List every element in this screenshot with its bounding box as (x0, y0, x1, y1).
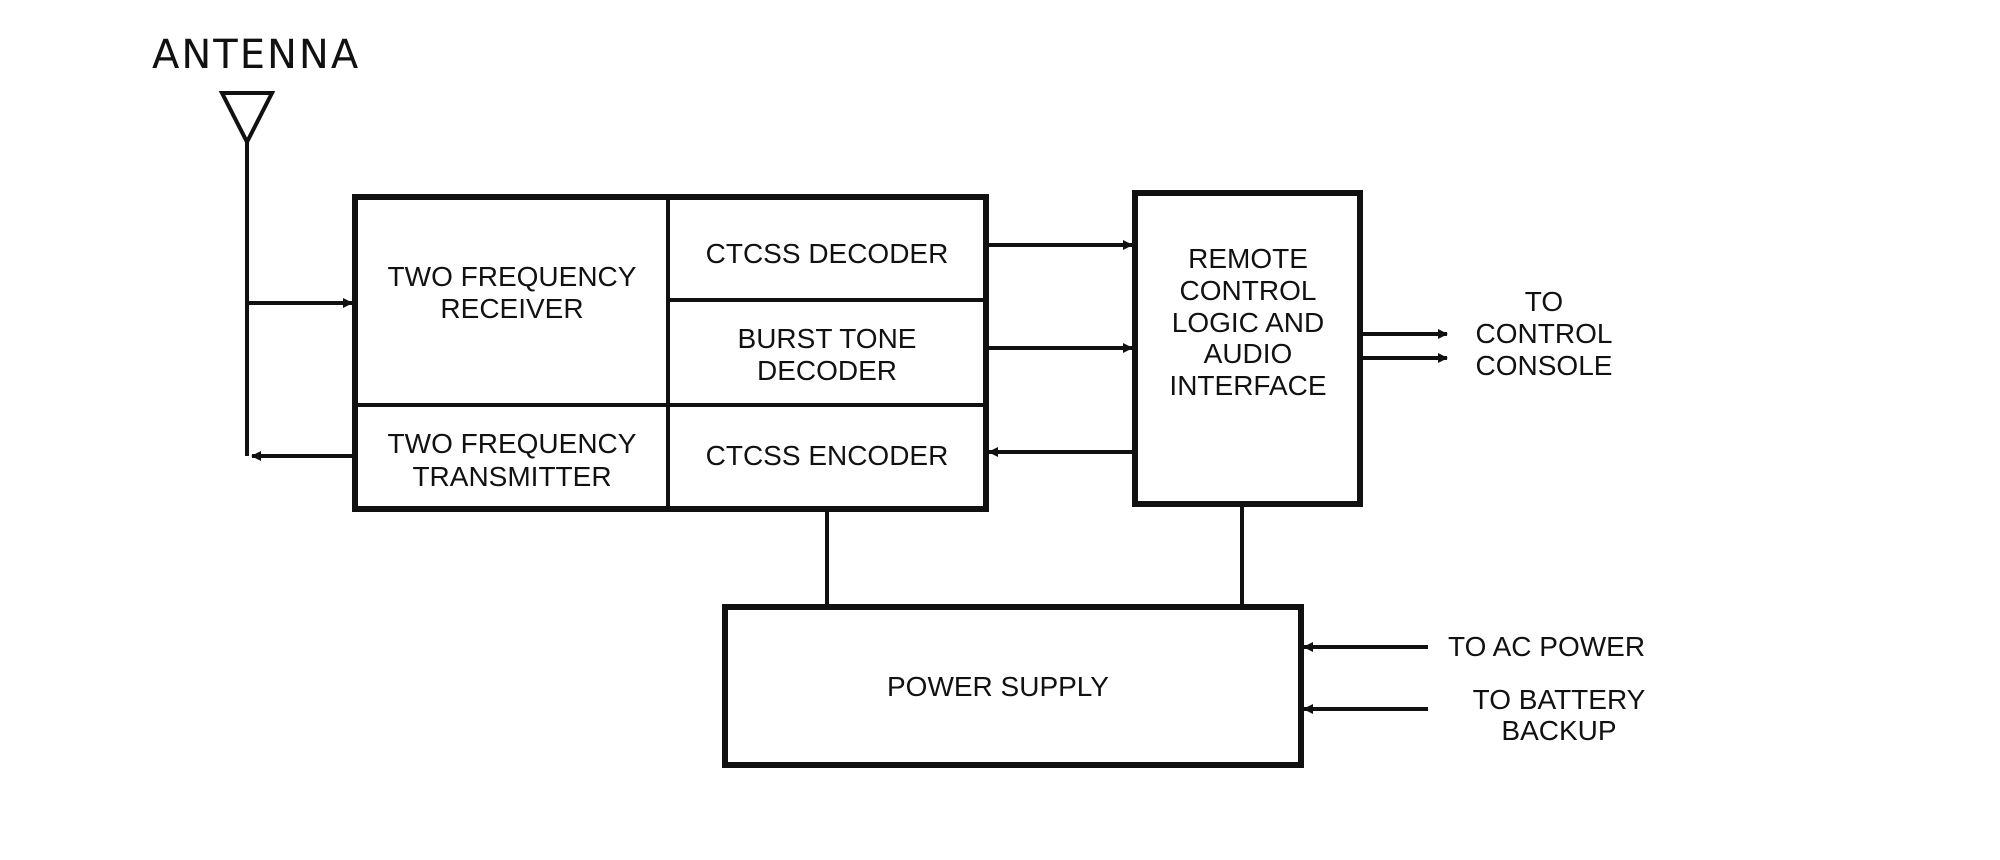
ctcss-decoder-label: CTCSS DECODER (706, 238, 949, 269)
remote-control-label-line2: CONTROL (1180, 275, 1317, 306)
antenna-label: ANTENNA (152, 32, 360, 78)
battery-backup-label: TO BATTERY BACKUP (1473, 684, 1646, 746)
transmitter-block: TWO FREQUENCY TRANSMITTER (388, 428, 637, 492)
transmitter-label-line2: TRANSMITTER (412, 461, 611, 492)
control-console-label-line1: TO (1525, 286, 1563, 317)
transmitter-label-line1: TWO FREQUENCY (388, 428, 637, 459)
control-console-label-line3: CONSOLE (1476, 350, 1613, 381)
antenna: ANTENNA (152, 32, 360, 456)
receiver-block: TWO FREQUENCY RECEIVER (388, 261, 637, 324)
ctcss-decoder-block: CTCSS DECODER (706, 238, 949, 269)
receiver-label-line2: RECEIVER (440, 293, 583, 324)
remote-control-label-line4: AUDIO (1204, 338, 1293, 369)
power-supply-label: POWER SUPPLY (887, 671, 1109, 702)
ac-power-label: TO AC POWER (1448, 631, 1645, 662)
radio-block-outline (352, 194, 989, 512)
antenna-icon (218, 91, 276, 147)
receiver-label-line1: TWO FREQUENCY (388, 261, 637, 292)
ctcss-encoder-label: CTCSS ENCODER (706, 440, 949, 471)
battery-backup-label-line1: TO BATTERY (1473, 684, 1646, 715)
ctcss-encoder-block: CTCSS ENCODER (706, 440, 949, 471)
remote-control-labels: REMOTE CONTROL LOGIC AND AUDIO INTERFACE (1169, 243, 1326, 401)
battery-backup-label-line2: BACKUP (1501, 715, 1616, 746)
control-console-label-line2: CONTROL (1476, 318, 1613, 349)
power-supply-block (722, 604, 1304, 768)
control-console-label: TO CONTROL CONSOLE (1476, 286, 1613, 381)
burst-tone-decoder-label-line1: BURST TONE (738, 323, 917, 354)
burst-tone-decoder-label-line2: DECODER (757, 355, 897, 386)
remote-control-label-line1: REMOTE (1188, 243, 1308, 274)
remote-control-label-line5: INTERFACE (1169, 370, 1326, 401)
burst-tone-decoder-block: BURST TONE DECODER (738, 323, 917, 386)
remote-control-label-line3: LOGIC AND (1172, 307, 1324, 338)
remote-control-block (1132, 190, 1363, 507)
